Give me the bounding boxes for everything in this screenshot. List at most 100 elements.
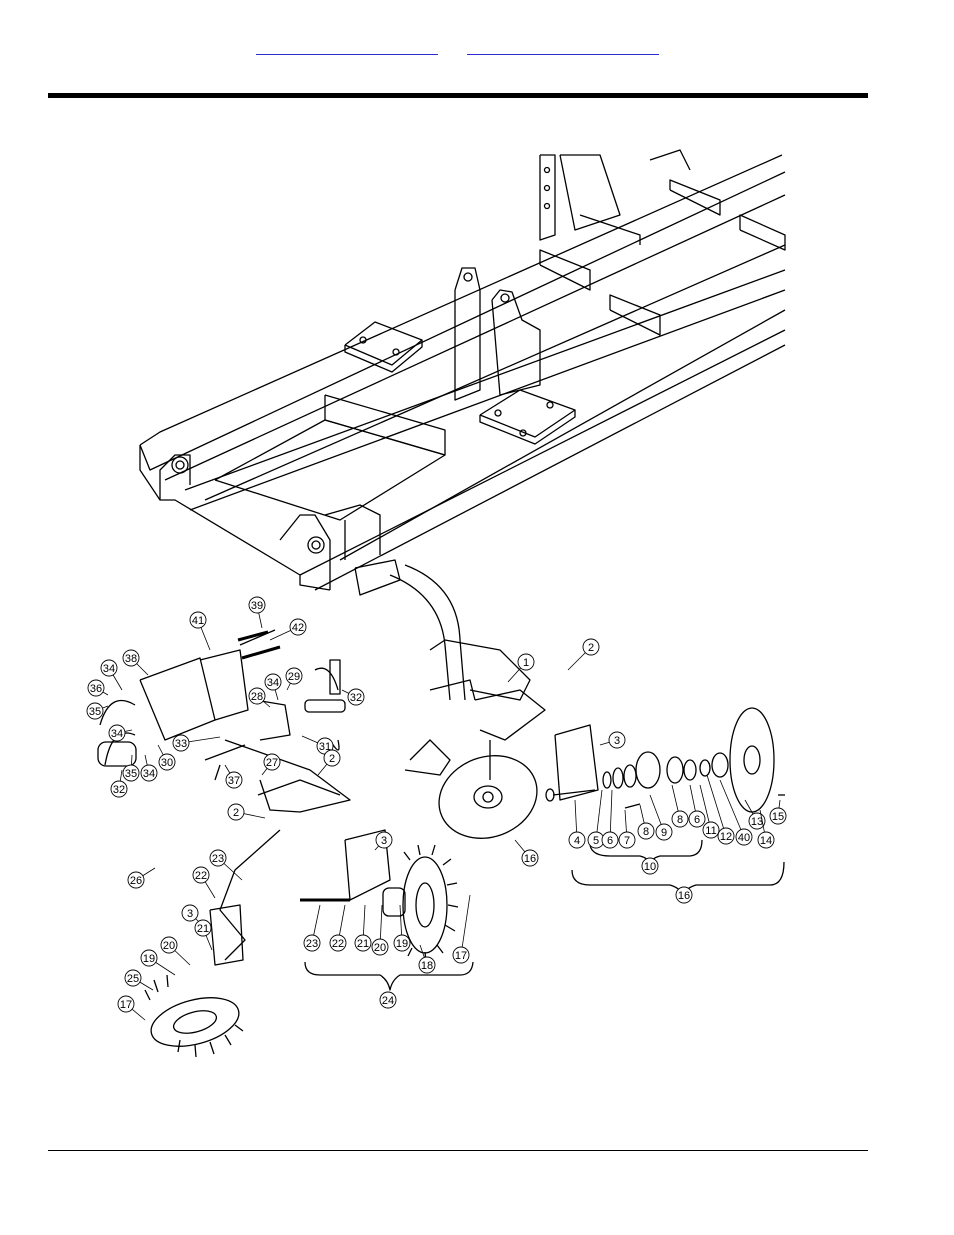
callout-label: 21: [357, 938, 369, 950]
callout-label: 2: [588, 642, 594, 654]
callout-33: 33: [173, 735, 220, 751]
callout-label: 14: [760, 835, 772, 847]
closing-wheel-arm: [100, 630, 350, 965]
callout-39: 39: [249, 597, 265, 628]
callout-label: 3: [381, 835, 387, 847]
callout-label: 27: [266, 757, 278, 769]
callout-18: 18: [419, 945, 435, 973]
callout-label: 8: [677, 814, 683, 826]
callout-7: 7: [619, 810, 635, 848]
callout-label: 18: [421, 960, 433, 972]
header-rule: [48, 93, 868, 98]
callout-24: 24: [380, 992, 396, 1008]
callout-20: 20: [372, 905, 388, 955]
callout-label: 38: [125, 653, 137, 665]
callout-35: 35: [87, 703, 108, 719]
callout-22: 22: [330, 905, 346, 951]
callout-21: 21: [355, 905, 371, 951]
callout-label: 15: [772, 811, 784, 823]
footer-rule: [48, 1150, 868, 1151]
callout-label: 24: [382, 995, 394, 1007]
callout-label: 1: [523, 657, 529, 669]
callout-label: 23: [212, 853, 224, 865]
callout-label: 5: [593, 835, 599, 847]
callout-16: 16: [515, 840, 538, 866]
callout-leader: [461, 895, 470, 955]
callout-29: 29: [286, 668, 302, 690]
callout-label: 4: [574, 835, 580, 847]
callout-label: 21: [197, 923, 209, 935]
callout-label: 34: [111, 728, 123, 740]
group-brackets: [305, 840, 784, 990]
callout-label: 7: [624, 835, 630, 847]
callout-3: 3: [600, 732, 625, 748]
callout-10: 10: [642, 858, 658, 874]
callout-19: 19: [394, 905, 410, 951]
callout-label: 34: [267, 677, 279, 689]
callout-label: 19: [396, 938, 408, 950]
callout-label: 22: [332, 938, 344, 950]
callout-6: 6: [602, 790, 618, 848]
callout-label: 23: [306, 938, 318, 950]
callout-38: 38: [123, 650, 148, 675]
callout-17: 17: [118, 996, 145, 1020]
callout-label: 39: [251, 600, 263, 612]
callout-17: 17: [453, 895, 470, 963]
callout-27: 27: [262, 754, 280, 775]
callout-11: 11: [700, 785, 719, 838]
callout-label: 42: [292, 622, 304, 634]
callout-label: 40: [738, 832, 750, 844]
hub-assembly: [546, 708, 785, 812]
callout-label: 3: [187, 908, 193, 920]
callout-label: 41: [192, 615, 204, 627]
callout-label: 11: [705, 825, 716, 837]
callout-26: 26: [128, 868, 155, 888]
callout-6: 6: [689, 785, 705, 827]
callout-19: 19: [141, 950, 175, 975]
callout-8: 8: [638, 805, 654, 839]
callout-label: 35: [125, 768, 137, 780]
callout-label: 17: [455, 950, 467, 962]
callout-8: 8: [672, 785, 688, 827]
callout-label: 20: [374, 942, 386, 954]
callout-label: 10: [644, 861, 656, 873]
callout-label: 33: [175, 738, 187, 750]
callout-label: 19: [143, 953, 155, 965]
callout-42: 42: [270, 619, 306, 640]
callout-13: 13: [745, 800, 765, 829]
callout-label: 34: [103, 663, 115, 675]
small-parts: [98, 632, 390, 900]
callout-3: 3: [375, 832, 392, 850]
callout-label: 36: [90, 683, 102, 695]
header-link-1[interactable]: [256, 40, 438, 55]
callout-label: 20: [163, 940, 175, 952]
callout-label: 3: [614, 735, 620, 747]
callout-22: 22: [193, 867, 215, 898]
callout-label: 37: [228, 775, 240, 787]
callout-label: 6: [694, 814, 700, 826]
callout-label: 25: [127, 973, 139, 985]
callout-label: 16: [678, 890, 690, 902]
callout-label: 17: [120, 999, 132, 1011]
callout-label: 32: [350, 692, 362, 704]
callout-2: 2: [228, 804, 265, 820]
callout-2: 2: [318, 750, 340, 775]
callout-2: 2: [568, 639, 599, 670]
callout-16: 16: [676, 887, 692, 903]
callout-20: 20: [161, 937, 190, 965]
callout-label: 29: [288, 671, 300, 683]
callout-label: 32: [113, 784, 125, 796]
header-link-2[interactable]: [467, 40, 659, 55]
callout-label: 22: [195, 870, 207, 882]
callout-34: 34: [101, 660, 122, 690]
callout-label: 34: [143, 768, 155, 780]
callout-label: 9: [661, 827, 667, 839]
callout-label: 12: [720, 831, 732, 843]
callout-label: 2: [233, 807, 239, 819]
callout-label: 2: [329, 753, 335, 765]
callout-23: 23: [210, 850, 242, 880]
callout-30: 30: [158, 745, 175, 770]
callout-34: 34: [141, 755, 157, 781]
callout-25: 25: [125, 970, 153, 990]
